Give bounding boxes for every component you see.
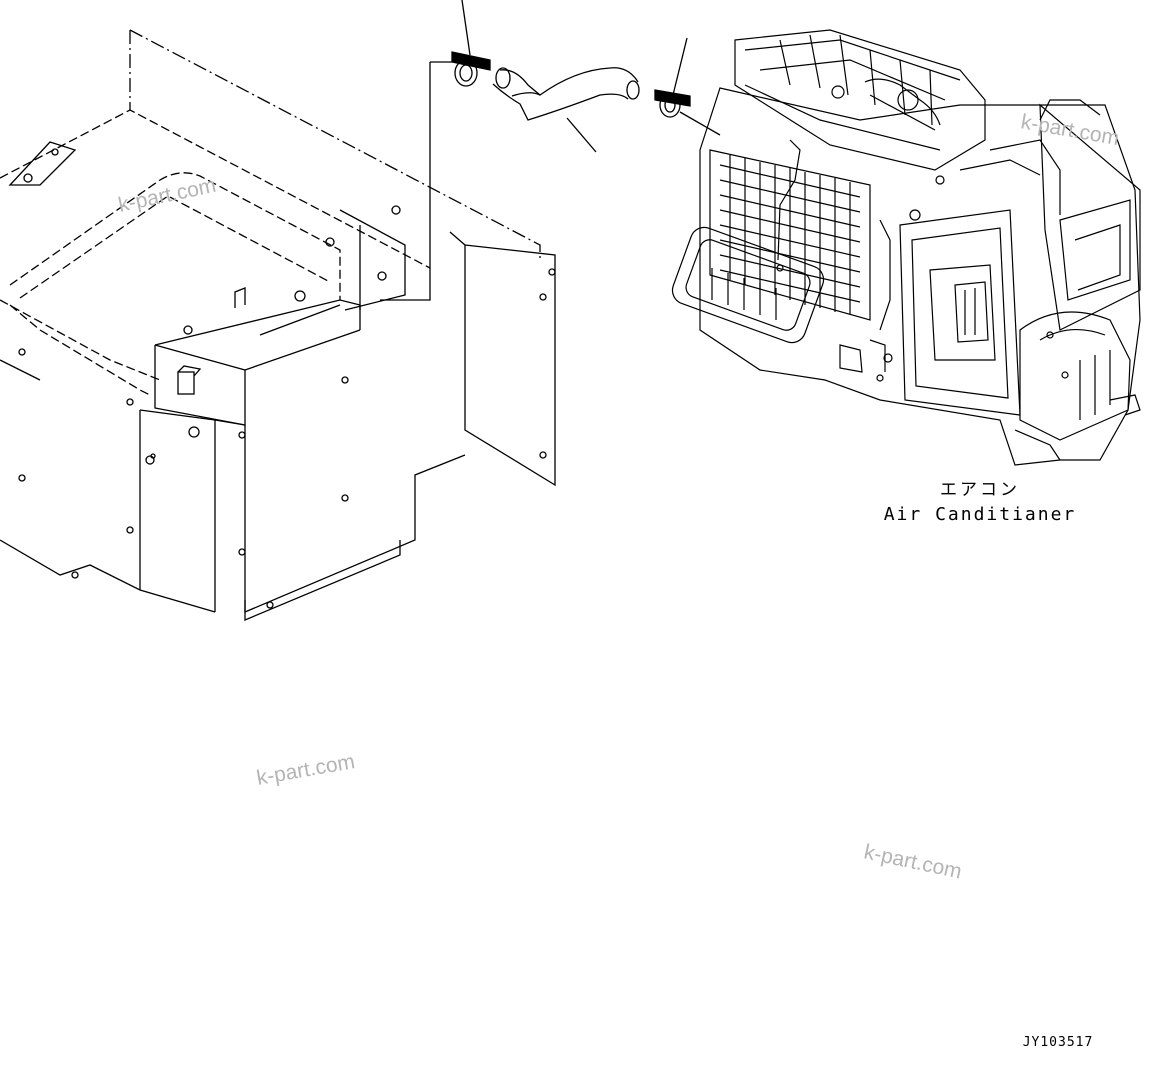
air-conditioner-label-en: Air Canditianer [884,504,1077,525]
watermark: k-part.com [862,840,964,883]
hose-assembly [380,0,721,301]
watermark: k-part.com [116,174,218,217]
watermark: k-part.com [255,750,357,790]
air-conditioner-label-jp: エアコン [940,480,1020,500]
air-conditioner-unit [671,29,1141,466]
watermark: k-part.com [1019,110,1121,150]
hose-clamp-right [654,89,691,118]
air-conditioner-callout: エアコン Air Canditianer [884,480,1077,525]
hose [492,67,640,121]
drawing-number: JY103517 [1023,1035,1094,1050]
cab-floor-panel [0,29,556,621]
hose-clamp-left [451,51,491,87]
